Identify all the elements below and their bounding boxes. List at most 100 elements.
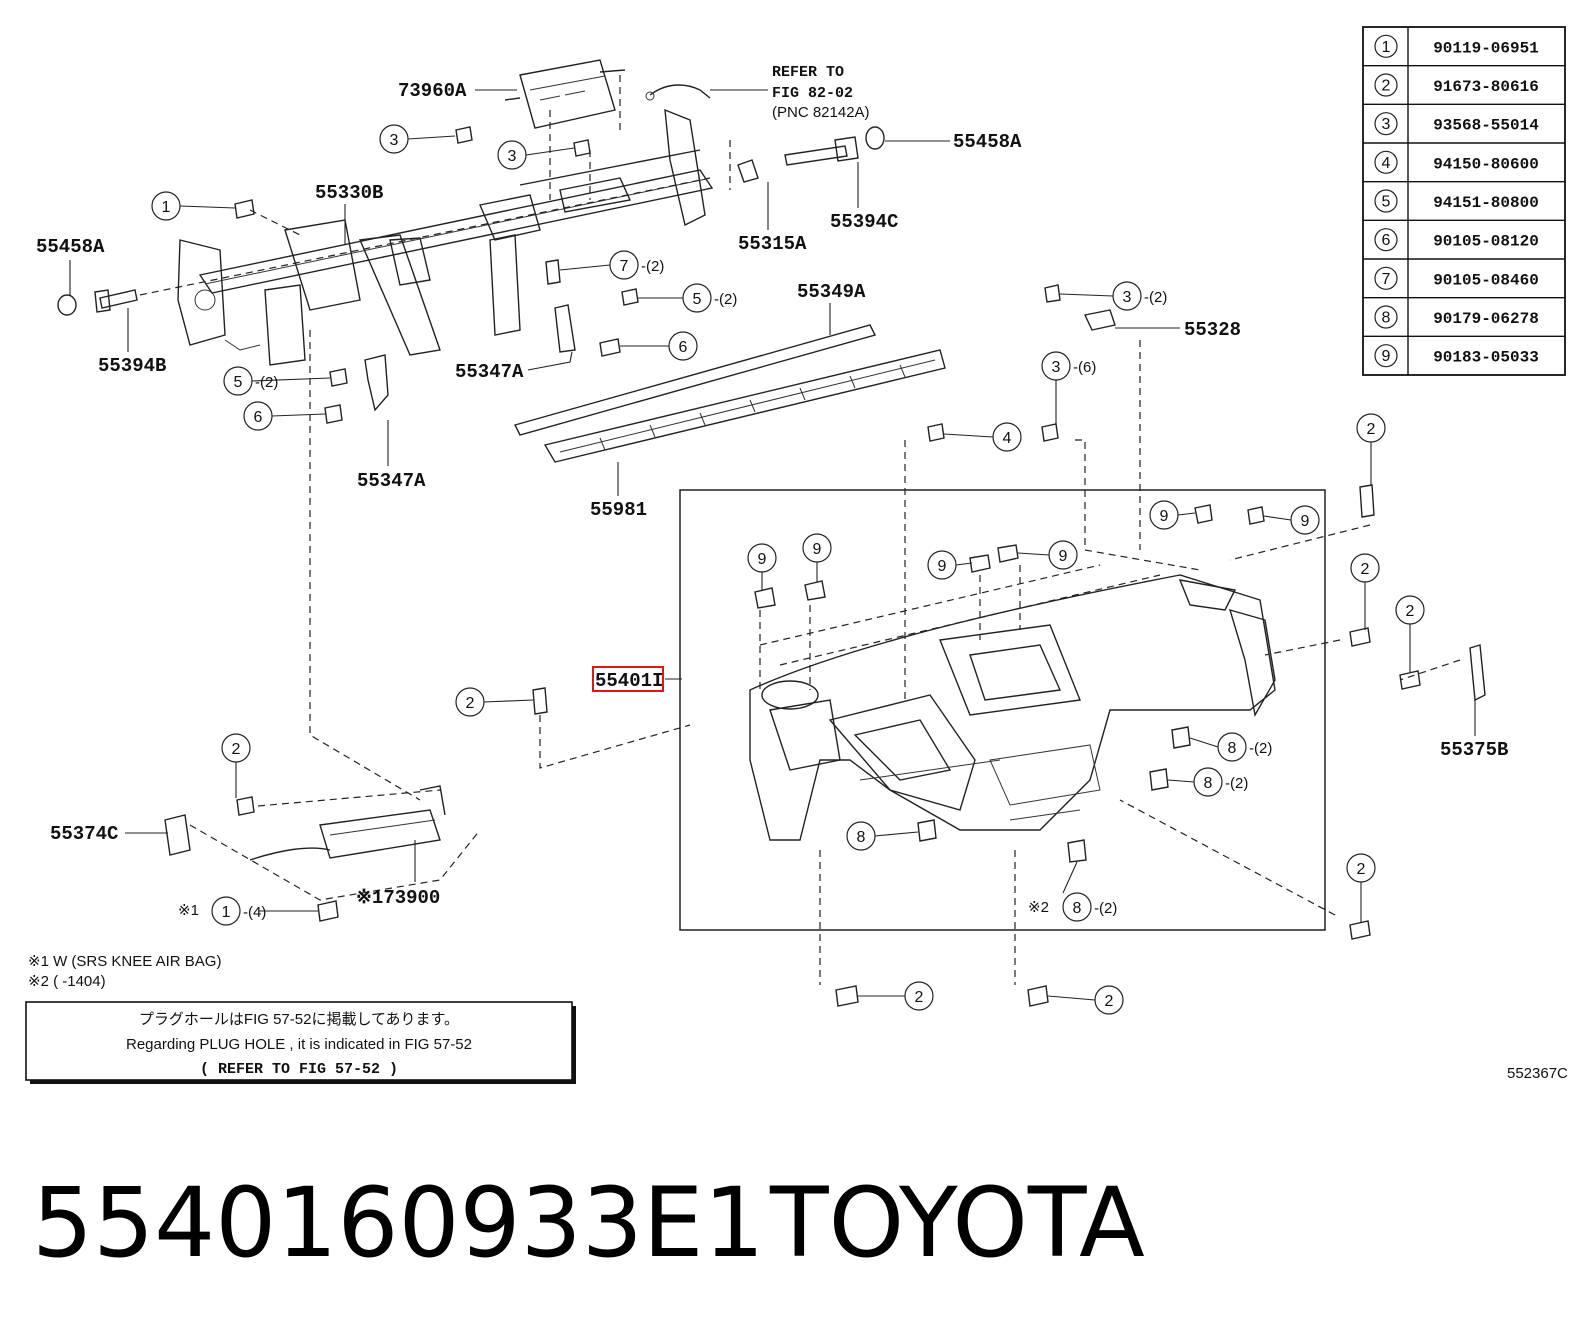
callout-quantity: -(2) xyxy=(255,374,278,391)
callout-circle xyxy=(1094,985,1124,1015)
callout-number: 8 xyxy=(857,829,866,846)
table-number: 7 xyxy=(1382,271,1391,288)
callout-number: 1 xyxy=(162,199,171,216)
callout-quantity: -(2) xyxy=(714,291,737,308)
table-number-circle xyxy=(1374,344,1398,368)
callout-number: 2 xyxy=(1361,561,1370,578)
knee-airbag-drawing xyxy=(249,785,446,861)
bracket-55347A-mid xyxy=(554,304,576,353)
callout-quantity: -(2) xyxy=(1094,900,1117,917)
table-number: 9 xyxy=(1382,348,1391,365)
clip-9-a xyxy=(754,587,776,609)
label-55347A-mid: 55347A xyxy=(455,361,524,383)
table-part-code: 90183-05033 xyxy=(1433,349,1539,367)
callout-number: 6 xyxy=(679,339,688,356)
table-part-code: 91673-80616 xyxy=(1433,78,1539,96)
table-part-code: 90105-08120 xyxy=(1433,233,1539,251)
table-number-circle xyxy=(1374,305,1398,329)
table-part-code: 90105-08460 xyxy=(1433,271,1539,289)
nut-8-c xyxy=(917,819,937,842)
table-number-circle xyxy=(1374,34,1398,58)
callout-circle xyxy=(1048,540,1078,570)
footer-brand: TOYOTA xyxy=(769,1167,1145,1279)
callout-number: 7 xyxy=(620,258,629,275)
instrument-panel-frame xyxy=(679,489,1326,931)
callout-circle xyxy=(682,283,712,313)
alignment-lines xyxy=(139,75,1461,985)
callout-circle xyxy=(1062,892,1092,922)
label-55347A-low: 55347A xyxy=(357,470,426,492)
callout-number: 9 xyxy=(1160,508,1169,525)
figure-code: 552367C xyxy=(1507,1065,1568,1082)
label-55458A-left: 55458A xyxy=(36,236,105,258)
table-part-code: 94151-80800 xyxy=(1433,194,1539,212)
label-55394B: 55394B xyxy=(98,355,166,377)
callout-number: 3 xyxy=(508,148,517,165)
table-part-code: 90179-06278 xyxy=(1433,310,1539,328)
callout-circle xyxy=(1193,767,1223,797)
highlight-box-55401 xyxy=(592,666,664,692)
callout-number: 5 xyxy=(234,374,243,391)
callout-quantity: -(2) xyxy=(1144,289,1167,306)
callout-circle xyxy=(904,981,934,1011)
callout-number: 2 xyxy=(232,741,241,758)
label-55401: 55401I xyxy=(595,670,663,692)
callout-circle xyxy=(243,401,273,431)
collar-top xyxy=(865,126,885,150)
callout-circle xyxy=(211,896,241,926)
label-55458A-top: 55458A xyxy=(953,131,1022,153)
bolt-55394C-drawing xyxy=(784,136,859,166)
callout-circle xyxy=(668,331,698,361)
callout-number: 9 xyxy=(758,551,767,568)
label-55330B: 55330B xyxy=(315,182,383,204)
label-55981: 55981 xyxy=(590,499,647,521)
refer-line3: (PNC 82142A) xyxy=(772,104,870,121)
callout-circle xyxy=(379,124,409,154)
label-55328: 55328 xyxy=(1184,319,1241,341)
clip-9-f xyxy=(1247,506,1265,525)
callout-circle xyxy=(1149,500,1179,530)
callout-circle xyxy=(927,550,957,580)
callout-number: 9 xyxy=(813,541,822,558)
label-55394C: 55394C xyxy=(830,211,898,233)
table-number-circle xyxy=(1374,228,1398,252)
notice-jp: プラグホールはFIG 57-52に掲載してあります。 xyxy=(139,1011,459,1028)
note-2: ※2 ( -1404) xyxy=(28,973,106,990)
callout-circle xyxy=(151,191,181,221)
refer-to-note: REFER TO FIG 82-02 (PNC 82142A) xyxy=(710,64,870,121)
callout-number: 8 xyxy=(1073,900,1082,917)
table-number: 6 xyxy=(1382,232,1391,249)
callout-number: 2 xyxy=(1357,861,1366,878)
callout-number: 2 xyxy=(466,695,475,712)
mark-2: ※2 xyxy=(1028,899,1049,916)
bracket-55375B xyxy=(1469,644,1486,702)
table-number-circle xyxy=(1374,73,1398,97)
table-number: 2 xyxy=(1382,78,1391,95)
clip-9-c xyxy=(969,554,991,573)
table-part-code: 90119-06951 xyxy=(1433,39,1539,57)
label-73960A: 73960A xyxy=(398,80,467,102)
callout-number: 8 xyxy=(1228,740,1237,757)
callout-circle xyxy=(846,821,876,851)
label-55375B: 55375B xyxy=(1440,739,1508,761)
table-number-circle xyxy=(1374,189,1398,213)
callout-number: 3 xyxy=(1123,289,1132,306)
clip-9-d xyxy=(997,544,1019,563)
nut-8-d xyxy=(1067,839,1087,863)
table-number-circle xyxy=(1374,266,1398,290)
callout-number: 6 xyxy=(254,409,263,426)
bolt-55394B-drawing xyxy=(57,289,138,316)
label-73900: ※173900 xyxy=(356,887,440,909)
callout-quantity: -(4) xyxy=(243,904,266,921)
nut-8-a xyxy=(1171,726,1191,749)
callout-number: 1 xyxy=(222,904,231,921)
bracket-55347A-low xyxy=(364,354,389,412)
plug-hole-notice: プラグホールはFIG 57-52に掲載してあります。 Regarding PLU… xyxy=(25,1001,576,1084)
callout-quantity: -(2) xyxy=(1249,740,1272,757)
callout-number: 9 xyxy=(938,558,947,575)
callout-circle xyxy=(1290,505,1320,535)
callout-quantity: -(2) xyxy=(641,258,664,275)
